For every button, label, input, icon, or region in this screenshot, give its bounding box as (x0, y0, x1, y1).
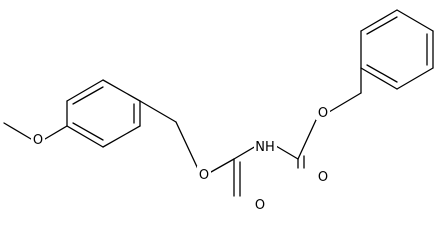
bond-nh-carbonyl-cbz (275, 145, 299, 160)
methoxyphenyl-ring (66, 79, 141, 148)
cbz-ether-oxygen-label: O (318, 106, 328, 121)
cbz-carbonyl-oxygen-label: O (318, 170, 328, 185)
benzyl-phenyl-ring (360, 9, 434, 90)
atom-methoxy-oxygen: O (31, 131, 45, 148)
atom-cbz-carbonyl-oxygen: O (316, 168, 330, 185)
bond-methyl-o (3, 122, 32, 140)
bond-o-aryl (44, 125, 68, 140)
bond-aryl-ch2-pmb (139, 100, 177, 123)
atom-pmb-carbonyl-oxygen: O (253, 196, 267, 213)
atom-cbz-ether-oxygen: O (316, 104, 330, 121)
atom-pmb-ether-oxygen: O (197, 166, 211, 183)
bond-carbonyl-nh (233, 145, 257, 160)
methoxy-oxygen-label: O (33, 133, 43, 148)
bond-layer (3, 9, 434, 197)
bond-ch2-o-pmb (175, 121, 199, 170)
atom-nh: NH (254, 138, 277, 155)
pmb-carbonyl-oxygen-label: O (255, 198, 265, 213)
bond-o-ch2-cbz (328, 92, 362, 113)
nh-label: NH (255, 140, 275, 155)
structure-canvas: O O O NH O O (3, 9, 434, 213)
pmb-ether-oxygen-label: O (199, 168, 209, 183)
bond-carbonyl-cbz-o (297, 119, 317, 160)
atom-label-layer: O O O NH O O (31, 104, 330, 213)
bond-o-carbonyl-pmb (210, 158, 235, 173)
molecule-structure-diagram: O O O NH O O (3, 9, 434, 213)
